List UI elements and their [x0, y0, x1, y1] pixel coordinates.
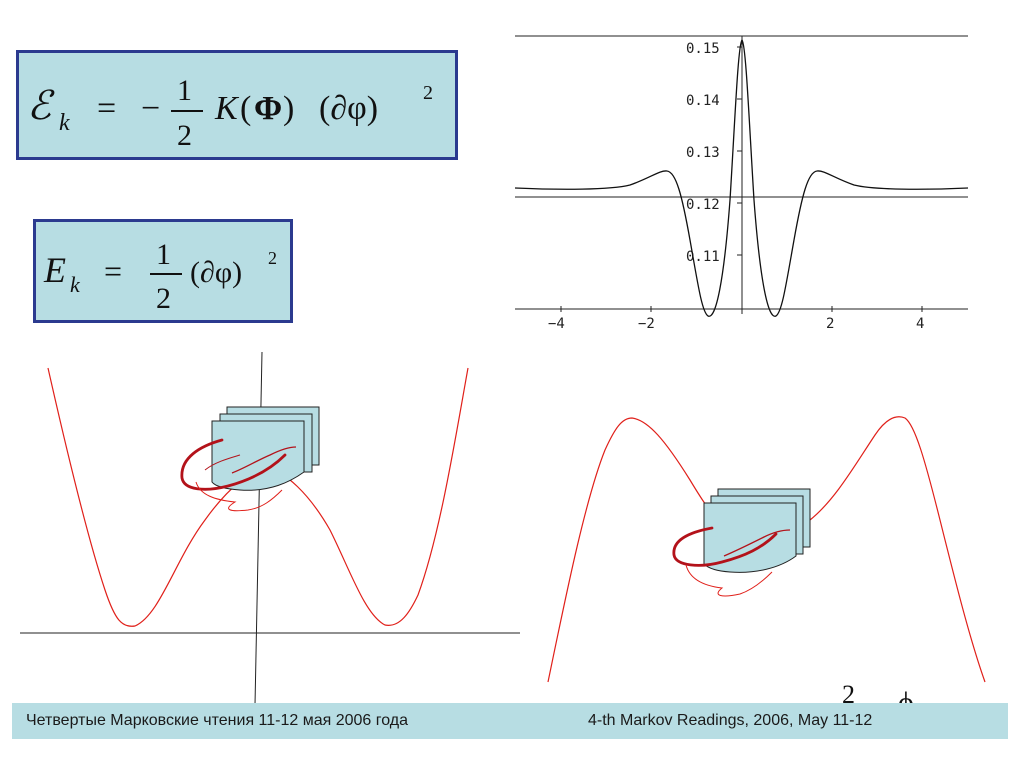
- formula-minus: −: [141, 90, 160, 127]
- y-tick-label: 0.13: [686, 145, 720, 161]
- formula-frac-num: 1: [177, 74, 192, 107]
- x-tick-label: −4: [548, 316, 565, 332]
- x-tick-label: 2: [826, 316, 834, 332]
- scribble-thin: [723, 529, 791, 557]
- potential-axis-vertical: [254, 351, 263, 706]
- slide-footer: Четвертые Марковские чтения 11-12 мая 20…: [12, 703, 1008, 739]
- formula2-dphi: (∂φ): [190, 256, 242, 289]
- formula2-equals: =: [104, 253, 122, 289]
- formula-kinetic-general: ℰ k = − 1 2 K ( Φ ) (∂φ) 2: [27, 74, 433, 152]
- double-well-potential: [20, 351, 520, 706]
- x-tick-label: −2: [638, 316, 655, 332]
- formula-box-kinetic-general: ℰ k = − 1 2 K ( Φ ) (∂φ) 2: [16, 50, 458, 160]
- formula-frac-den: 2: [177, 119, 192, 152]
- formula2-lhs: E: [43, 250, 66, 290]
- formula-power: 2: [423, 82, 433, 104]
- y-tick-label: 0.12: [686, 197, 720, 213]
- x-tick-label: 4: [916, 316, 924, 332]
- scribble-tail: [195, 481, 283, 512]
- stacked-card-front: [211, 420, 305, 491]
- formula-paren-close: ): [283, 90, 294, 127]
- formula2-power: 2: [268, 248, 277, 268]
- footer-text-english: 4-th Markov Readings, 2006, May 11-12: [588, 712, 873, 729]
- formula-kinetic-standard: E k = 1 2 (∂φ) 2: [43, 238, 277, 315]
- formula-equals: =: [97, 90, 116, 127]
- formula2-lhs-sub: k: [70, 272, 81, 297]
- formula-lhs-sub: k: [59, 110, 70, 136]
- y-tick-label: 0.11: [686, 249, 720, 265]
- y-tick-label: 0.14: [686, 93, 720, 109]
- footer-text-russian: Четвертые Марковские чтения 11-12 мая 20…: [26, 712, 409, 729]
- profile-plot: 0.15 0.14 0.13 0.12 0.11 −4 −2 2 4: [514, 35, 969, 332]
- formula-lhs: ℰ: [27, 83, 55, 128]
- scribble-inner: [204, 454, 241, 471]
- formula2-frac-num: 1: [156, 238, 171, 271]
- scribble-stroke: [180, 438, 287, 491]
- inverted-potential: [547, 416, 986, 683]
- formula-Phi: Φ: [254, 90, 282, 127]
- formula2-frac-den: 2: [156, 282, 171, 315]
- scribble-tail: [685, 564, 773, 597]
- formula-paren-open: (: [240, 90, 251, 127]
- scribble-stroke: [672, 526, 778, 567]
- scribble-thin: [231, 446, 297, 474]
- formula-dphi: (∂φ): [319, 90, 378, 127]
- formula-box-kinetic-standard: E k = 1 2 (∂φ) 2: [33, 219, 293, 323]
- y-tick-label: 0.15: [686, 41, 720, 57]
- cropped-superscript: 2: [842, 680, 855, 709]
- profile-curve: [514, 38, 969, 317]
- formula-K: K: [214, 90, 240, 127]
